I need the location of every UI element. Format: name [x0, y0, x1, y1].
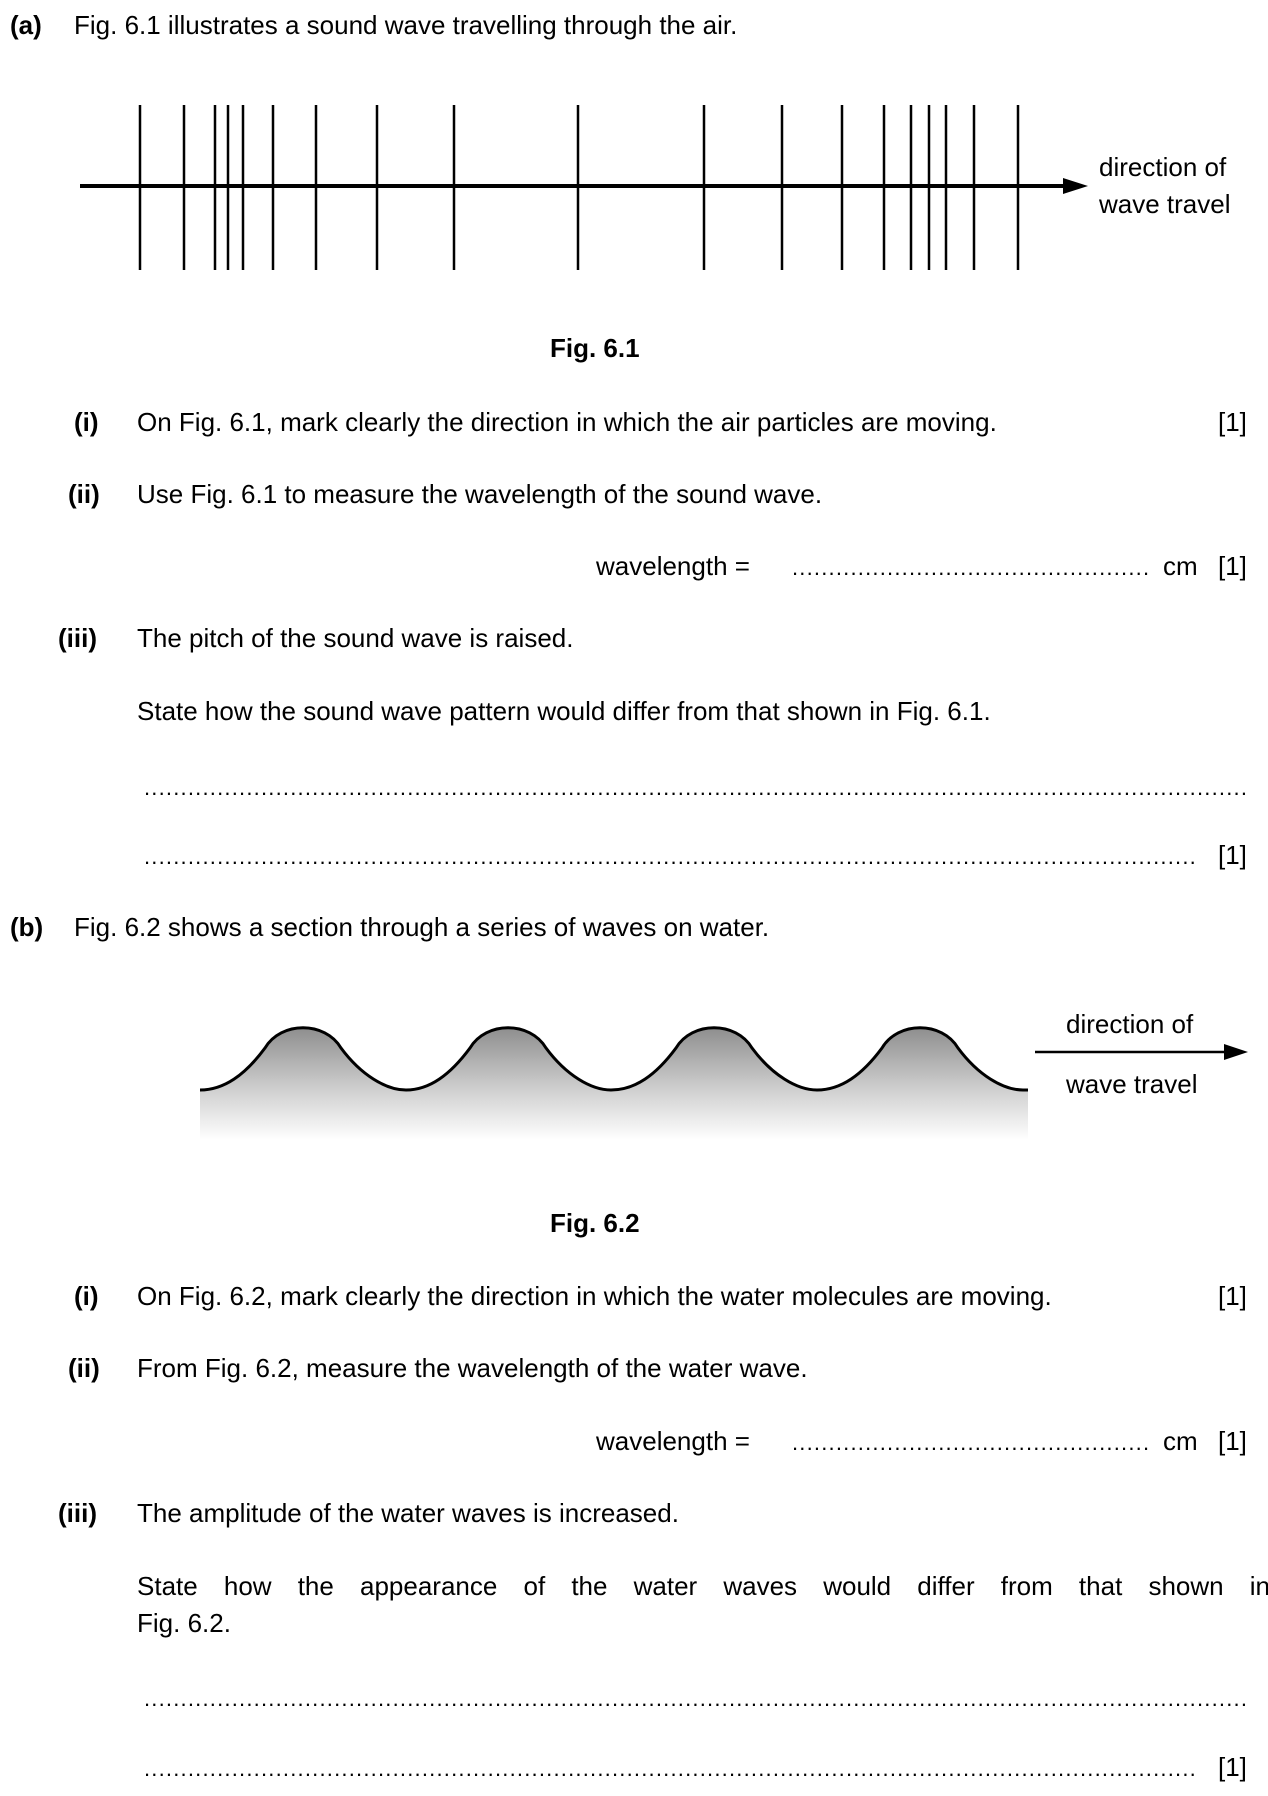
a-iii-text: The pitch of the sound wave is raised.: [137, 623, 574, 653]
b-iii-text: The amplitude of the water waves is incr…: [137, 1498, 679, 1528]
a-iii-marks: [1]: [1218, 840, 1247, 870]
b-iii-answer-line-2[interactable]: ........................................…: [144, 1756, 1198, 1781]
water-body: [200, 1027, 1028, 1140]
fig-6-2-caption: Fig. 6.2: [550, 1208, 640, 1238]
b-iii-prompt-line-2: Fig. 6.2.: [137, 1608, 231, 1638]
b-iii-marks: [1]: [1218, 1752, 1247, 1782]
a-i-marks: [1]: [1218, 407, 1247, 437]
b-i-text: On Fig. 6.2, mark clearly the direction …: [137, 1281, 1052, 1311]
figure-6-1: [80, 105, 1088, 270]
a-ii-num: (ii): [68, 479, 100, 509]
part-b-label: (b): [10, 912, 44, 942]
fig-6-1-arrow-label-1: direction of: [1099, 152, 1227, 182]
b-iii-num: (iii): [58, 1498, 97, 1528]
b-ii-num: (ii): [68, 1353, 100, 1383]
b-ii-text: From Fig. 6.2, measure the wavelength of…: [137, 1353, 808, 1383]
a-ii-text: Use Fig. 6.1 to measure the wavelength o…: [137, 479, 823, 509]
water-direction-arrowhead: [1224, 1044, 1248, 1060]
part-b-intro: Fig. 6.2 shows a section through a serie…: [74, 912, 770, 942]
fig-6-1-caption: Fig. 6.1: [550, 333, 640, 363]
b-i-num: (i): [74, 1281, 99, 1311]
fig-6-2-arrow-label-1: direction of: [1066, 1009, 1194, 1039]
fig-6-2-arrow-label-2: wave travel: [1066, 1069, 1198, 1099]
b-ii-unit: cm: [1163, 1426, 1198, 1456]
a-i-text: On Fig. 6.1, mark clearly the direction …: [137, 407, 997, 437]
a-iii-prompt: State how the sound wave pattern would d…: [137, 696, 991, 726]
a-iii-answer-line-1[interactable]: ........................................…: [144, 775, 1248, 800]
a-ii-answer-line[interactable]: ........................................…: [792, 555, 1150, 580]
b-iii-prompt-line-1: State how the appearance of the water wa…: [137, 1571, 1268, 1601]
b-ii-answer-label: wavelength =: [596, 1426, 750, 1456]
a-ii-answer-label: wavelength =: [596, 551, 750, 581]
water-surface: [199, 1026, 1028, 1092]
a-iii-answer-line-2[interactable]: ........................................…: [144, 844, 1198, 869]
part-a-intro: Fig. 6.1 illustrates a sound wave travel…: [74, 10, 738, 40]
b-ii-answer-line[interactable]: ........................................…: [792, 1430, 1150, 1455]
b-iii-answer-line-1[interactable]: ........................................…: [144, 1686, 1248, 1711]
part-a-label: (a): [10, 10, 42, 40]
wave-direction-arrowhead: [1063, 178, 1088, 194]
b-i-marks: [1]: [1218, 1281, 1247, 1311]
a-iii-num: (iii): [58, 623, 97, 653]
fig-6-1-arrow-label-2: wave travel: [1099, 189, 1231, 219]
b-ii-marks: [1]: [1218, 1426, 1247, 1456]
figure-6-2: [199, 1026, 1248, 1140]
a-i-num: (i): [74, 407, 99, 437]
a-ii-marks: [1]: [1218, 551, 1247, 581]
a-ii-unit: cm: [1163, 551, 1198, 581]
